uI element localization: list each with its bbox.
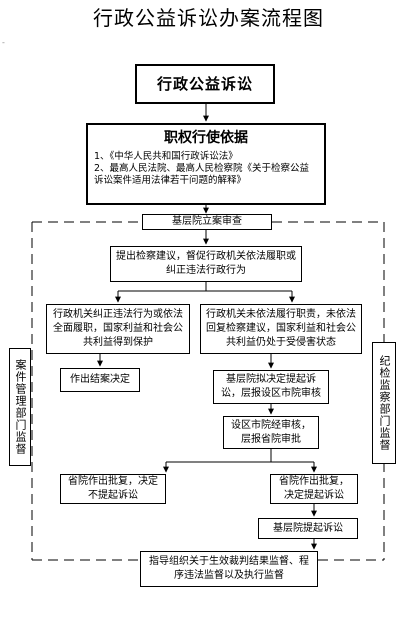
propose-litigation-node: 基层院拟决定提起诉讼，层报设区市院审核 (213, 370, 329, 404)
connector-suggestion-split (118, 282, 292, 292)
prosecutorial-suggestion-node: 提出检察建议，督促行政机关依法履职或纠正违法行政行为 (110, 246, 302, 282)
authority-basis-item-2: 2、最高人民法院、最高人民检察院《关于检察公益诉讼案件适用法律若干问题的解释》 (94, 163, 310, 186)
agency-failed-node: 行政机关未依法履行职责，未依法回复检察建议，国家利益和社会公共利益仍处于受侵害状… (200, 304, 362, 354)
discipline-supervision-node: 纪检监察部门监督 (372, 342, 396, 464)
connector-city-review-split (166, 449, 314, 463)
case-management-supervision-node: 案件管理部门监督 (9, 348, 31, 466)
diagram-title: 行政公益诉讼办案流程图 (93, 6, 324, 30)
province-sue-node: 省院作出批复，决定提起诉讼 (270, 474, 358, 504)
start-node: 行政公益诉讼 (135, 64, 275, 104)
supervision-guidance-node: 指导组织关于生效裁判结果监督、程序违法监督以及执行监督 (140, 551, 318, 587)
province-no-sue-node: 省院作出批复，决定不提起诉讼 (60, 474, 166, 504)
authority-basis-heading: 职权行使依据 (164, 130, 248, 146)
file-lawsuit-node: 基层院提起诉讼 (258, 518, 358, 539)
filing-review-node: 基层院立案审查 (142, 214, 272, 230)
authority-basis-item-1: 1、《中华人民共和国行政诉讼法》 (94, 151, 238, 162)
agency-corrected-node: 行政机关纠正违法行为或依法全面履职，国家利益和社会公共利益得到保护 (46, 304, 190, 354)
close-case-node: 作出结案决定 (60, 368, 140, 392)
authority-basis-box: 职权行使依据 1、《中华人民共和国行政诉讼法》 2、最高人民法院、最高人民检察院… (86, 123, 326, 205)
page-marker: - (2, 38, 5, 47)
city-review-node: 设区市院经审核，层报省院审批 (223, 416, 319, 449)
